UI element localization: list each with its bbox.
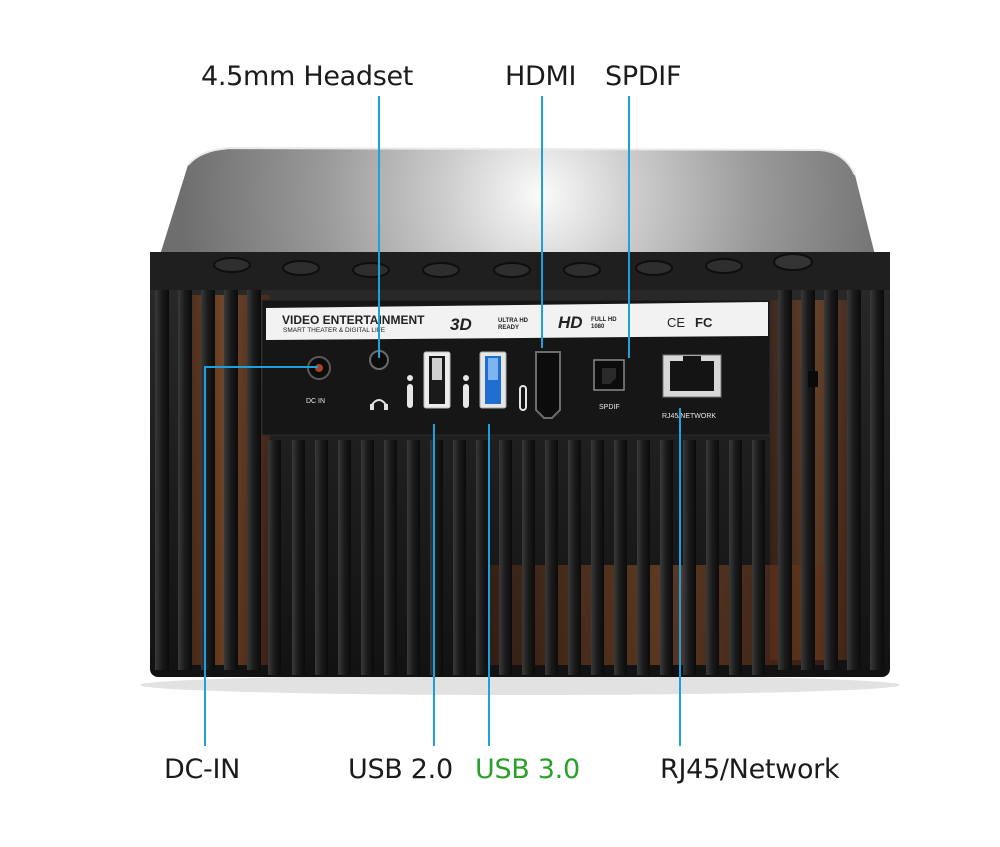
ultra-hd-logo: ULTRA HD READY	[498, 318, 528, 331]
hd-logo: HD	[558, 313, 583, 332]
usb3-leader	[488, 424, 490, 746]
dc-in-port-label: DC IN	[306, 398, 326, 405]
label-tagline: SMART THEATER & DIGITAL LIFE	[283, 327, 386, 334]
silver-top-lid	[160, 148, 875, 255]
headset-leader	[378, 96, 380, 358]
spdif-callout: SPDIF	[605, 61, 682, 92]
usb3-callout: USB 3.0	[475, 754, 580, 785]
headset-port	[369, 350, 389, 410]
usb2-callout: USB 2.0	[348, 754, 453, 785]
dc-in-leader-vertical	[204, 366, 206, 746]
label-brand: VIDEO ENTERTAINMENT	[282, 313, 425, 327]
spdif-leader	[628, 96, 630, 358]
label-strip	[266, 302, 768, 340]
headset-callout: 4.5mm Headset	[201, 61, 414, 92]
fcc-mark: FC	[695, 315, 713, 330]
usb2-leader	[433, 424, 435, 746]
full-hd-logo: FULL HD 1080	[591, 317, 617, 330]
dc-in-callout: DC-IN	[164, 754, 241, 785]
rj45-port-label: RJ45/NETWORK	[662, 413, 717, 420]
usb2-port	[407, 351, 451, 409]
hdmi-port	[519, 351, 561, 419]
rj45-callout: RJ45/Network	[660, 754, 840, 785]
hdmi-callout: HDMI	[505, 61, 577, 92]
spdif-port-label: SPDIF	[599, 404, 620, 411]
dc-in-port	[307, 356, 331, 380]
rj45-port	[662, 354, 722, 398]
usb3-port	[463, 351, 507, 409]
spdif-port	[593, 359, 625, 391]
badge-3d: 3D	[450, 315, 472, 334]
hdmi-leader	[541, 96, 543, 348]
ce-mark: CE	[667, 315, 686, 330]
dc-in-leader-horizontal	[204, 366, 318, 368]
rj45-leader	[679, 408, 681, 746]
right-fins	[778, 290, 884, 670]
top-buttons	[213, 253, 813, 278]
